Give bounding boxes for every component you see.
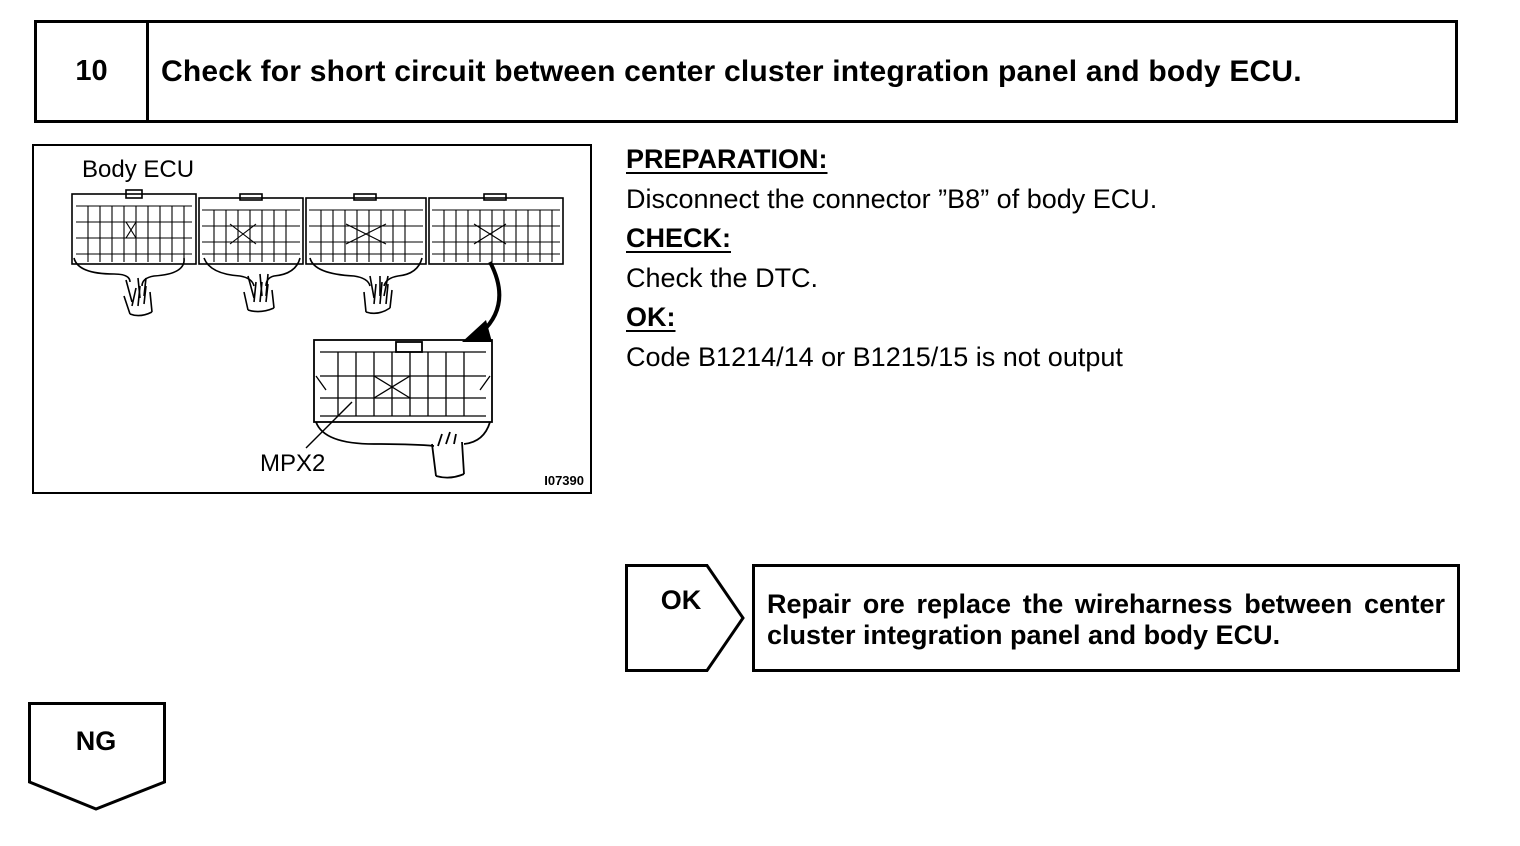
- ok-text: Code B1214/14 or B1215/15 is not output: [626, 341, 1123, 372]
- instructions: PREPARATION: Disconnect the connector ”B…: [626, 140, 1446, 377]
- ecu-connector-3: [305, 197, 427, 265]
- ok-arrow-shape: [625, 564, 745, 672]
- preparation-heading: PREPARATION:: [626, 144, 828, 174]
- ecu-connector-1: [71, 193, 197, 265]
- ok-heading: OK:: [626, 302, 676, 332]
- ok-result-label: OK: [660, 585, 702, 615]
- body-ecu-label: Body ECU: [82, 156, 195, 183]
- check-text: Check the DTC.: [626, 262, 819, 293]
- step-title: Check for short circuit between center c…: [161, 54, 1302, 88]
- ecu-connector-2: [198, 197, 304, 265]
- check-heading: CHECK:: [626, 223, 731, 253]
- ecu-connector-4: [428, 197, 564, 265]
- step-number: 10: [37, 23, 149, 120]
- mpx2-label: MPX2: [260, 450, 326, 477]
- mpx2-connector: [305, 339, 493, 479]
- figure-code: I07390: [544, 473, 584, 488]
- step-header: 10 Check for short circuit between cente…: [34, 20, 1458, 123]
- ng-arrow-shape: [28, 702, 166, 811]
- ok-action-box: Repair ore replace the wireharness betwe…: [752, 564, 1460, 672]
- preparation-text: Disconnect the connector ”B8” of body EC…: [626, 183, 1158, 214]
- ng-result-label: NG: [75, 726, 117, 756]
- connector-figure: Body ECU MPX2 I07390: [32, 144, 592, 494]
- connector-diagram: [71, 189, 564, 479]
